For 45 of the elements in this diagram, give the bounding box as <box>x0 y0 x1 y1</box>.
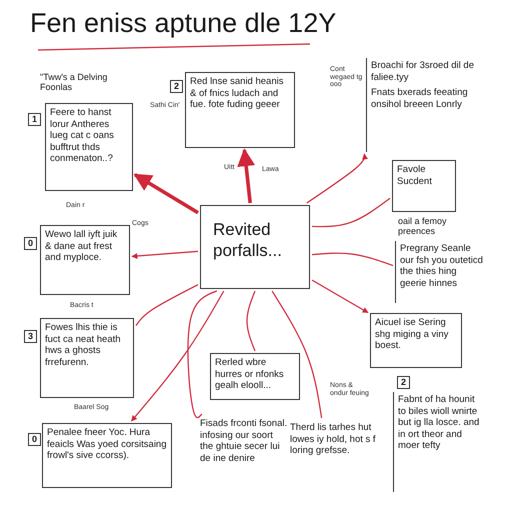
note-text: Fnats bxerads feeating onsihol breeen Lonrly <box>371 87 469 110</box>
arrow <box>131 250 198 259</box>
note-text: Wewo lall iyft juik & dane aut frest and myploce. <box>45 229 118 264</box>
callout-number: 3 <box>24 330 37 343</box>
connector-line <box>136 284 198 326</box>
note-box <box>40 225 130 295</box>
note-box <box>42 423 172 488</box>
callout-number: 0 <box>28 433 41 446</box>
note-text: Revited porfalls... <box>213 220 283 262</box>
note-text: Aicuel ise Sering shg miging a viny boest. <box>375 317 450 352</box>
note-text: Favole Sucdent <box>397 164 433 188</box>
note-box <box>45 103 133 191</box>
connector-line <box>312 252 394 266</box>
note-text: Penalee fneer Yoc. Hura feaicls Was yoed corsitsaing frowl's sive ccorss). <box>47 427 167 462</box>
note-box <box>210 353 300 400</box>
central-box <box>200 205 310 289</box>
note-text: Therd lis tarhes hut lowes iy hold, hot s f loring grefsse. <box>288 420 384 490</box>
note-text: Fabnt of ha hounit to biles wioll wnirte but ig lla losce. and in ort theor and moer tefty <box>398 394 480 452</box>
connector-line <box>246 290 256 352</box>
note-text: Fisads frconti fsonal. infosing our soort the ghtuie secer lui de ine denire <box>198 416 290 498</box>
side-note: oail a femoy preences <box>398 216 448 237</box>
callout-number: 2 <box>397 376 410 389</box>
connector-line <box>272 290 322 418</box>
arrow <box>306 153 368 204</box>
note-box <box>392 160 456 212</box>
note-text: Fowes lhis thie is fuct ca neat heath hws a ghosts frrefurenn. <box>45 322 122 368</box>
arrow <box>133 173 199 214</box>
note-text: Pregrany Seanle our fsh you outeticd the thies hing geerie hinnes <box>400 243 483 290</box>
note-box <box>370 313 462 368</box>
note-text: Rerled wbre hurres or nfonks gealh elooll... <box>215 357 285 392</box>
note-text: Feere to hanst lorur Antheres lueg cat c oans bufftrut thds conmenaton..? <box>50 107 115 165</box>
side-note: "Tww's a Delving Foonlas <box>40 72 108 93</box>
arrow <box>237 148 256 204</box>
callout-number: 2 <box>170 80 183 93</box>
callout-number: 0 <box>24 237 37 250</box>
note-box <box>40 318 134 398</box>
connector-line <box>312 198 390 228</box>
title: Fen eniss aptune dle 12Y <box>30 8 336 39</box>
note-box <box>185 72 295 148</box>
connector-line <box>187 290 218 418</box>
note-text: Red lnse sanid heanis & of fnics ludach and fue. fote fuding geeer <box>190 76 284 111</box>
arrow <box>131 290 224 422</box>
callout-number: 1 <box>28 113 41 126</box>
arrow <box>312 280 369 314</box>
note-text: Broachi for 3sroed dil de faliee.tyy <box>371 60 474 84</box>
